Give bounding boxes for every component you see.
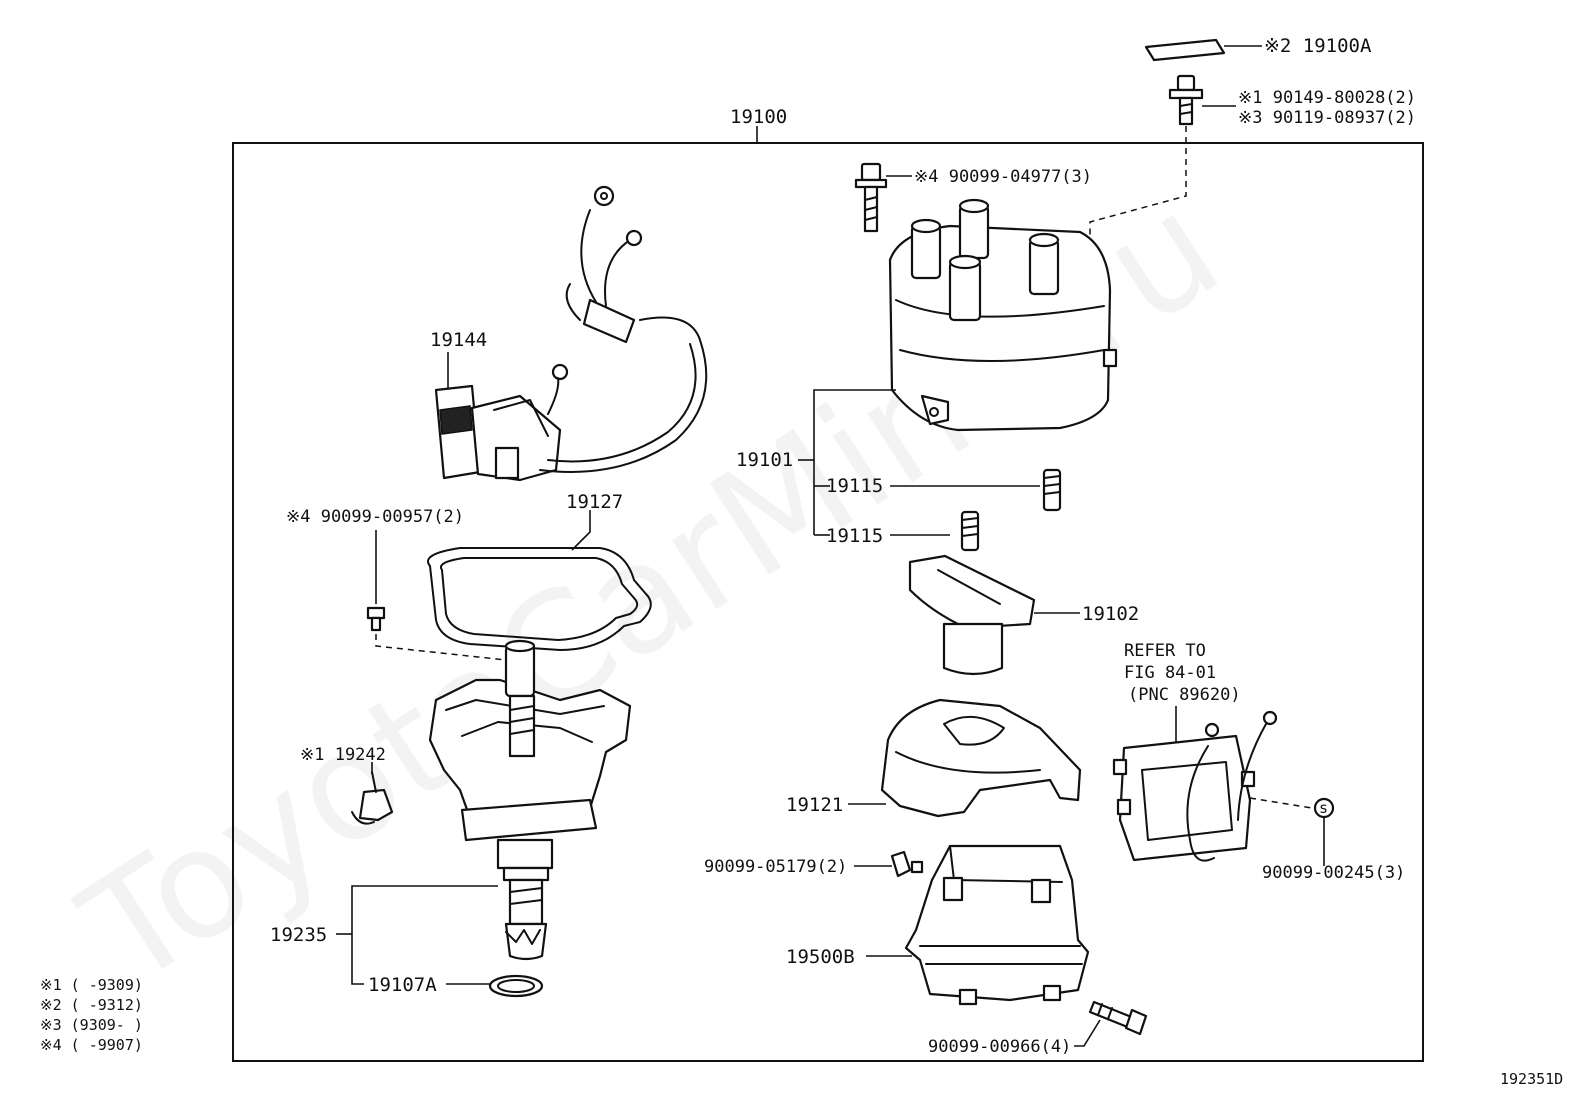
svg-text:s: s (1319, 799, 1328, 817)
housing-19500B: 19500B (786, 844, 1090, 1006)
legend-item: ※4 ( -9907) (40, 1036, 143, 1054)
clip-19242: ※1 19242 (300, 745, 394, 825)
cap-screw: ※4 90099-04977(3) (854, 162, 1092, 233)
svg-text:※3 90119-08937(2): ※3 90119-08937(2) (1238, 108, 1416, 128)
svg-text:19115: 19115 (826, 525, 883, 547)
svg-text:19500B: 19500B (786, 946, 855, 968)
top-bolt: ※1 90149-80028(2) ※3 90119-08937(2) (1089, 74, 1416, 278)
rotor-19102: 19102 (908, 554, 1139, 676)
svg-text:19127: 19127 (566, 491, 623, 513)
legend-item: ※2 ( -9312) (40, 996, 143, 1014)
svg-text:19107A: 19107A (368, 974, 437, 996)
assembly-frame (232, 142, 1424, 1062)
assembly-label: 19100 (730, 106, 787, 128)
legend-item: ※1 ( -9309) (40, 976, 143, 994)
legend: ※1 ( -9309) ※2 ( -9312) ※3 (9309- ) ※4 (… (40, 976, 143, 1054)
svg-text:19101: 19101 (736, 449, 793, 471)
svg-text:※4 90099-00957(2): ※4 90099-00957(2) (286, 507, 464, 527)
svg-text:※2 19100A: ※2 19100A (1264, 35, 1372, 57)
screw-05179: 90099-05179(2) (704, 850, 924, 878)
svg-text:※1 19242: ※1 19242 (300, 745, 386, 765)
bolt-00966: 90099-00966(4) (928, 1000, 1148, 1057)
svg-text:19235: 19235 (270, 924, 327, 946)
leader-19235: 19235 19107A (270, 885, 498, 996)
svg-text:※1 90149-80028(2): ※1 90149-80028(2) (1238, 88, 1416, 108)
svg-text:FIG 84-01: FIG 84-01 (1124, 663, 1216, 683)
distributor-body (428, 639, 632, 961)
label-sticker-19100A: ※2 19100A (1144, 35, 1372, 62)
refer-note: REFER TO FIG 84-01 (PNC 89620) (1124, 641, 1241, 748)
screw-00245: s 90099-00245(3) (1262, 797, 1405, 883)
svg-text:REFER TO: REFER TO (1124, 641, 1206, 661)
svg-text:90099-05179(2): 90099-05179(2) (704, 857, 847, 877)
drawing-id: 192351D (1500, 1070, 1563, 1088)
svg-text:※4 90099-04977(3): ※4 90099-04977(3) (914, 167, 1092, 187)
svg-text:19115: 19115 (826, 475, 883, 497)
cover-19121: 19121 (786, 698, 1082, 818)
svg-text:19144: 19144 (430, 329, 487, 351)
legend-item: ※3 (9309- ) (40, 1016, 143, 1034)
svg-text:(PNC 89620): (PNC 89620) (1128, 685, 1241, 705)
o-ring-19107A (488, 974, 544, 998)
leader-19101: 19101 19115 19115 (736, 389, 1040, 547)
screw-00957: ※4 90099-00957(2) (286, 507, 507, 661)
spring-19115-upper (1042, 468, 1062, 512)
spring-19115-lower (960, 510, 980, 552)
svg-text:90099-00245(3): 90099-00245(3) (1262, 863, 1405, 883)
svg-text:19121: 19121 (786, 794, 843, 816)
svg-text:90099-00966(4): 90099-00966(4) (928, 1037, 1071, 1057)
pickup-coil-19144: 19144 (430, 185, 708, 482)
igniter-module (1112, 710, 1313, 862)
gasket-19127: 19127 (427, 491, 652, 651)
svg-text:19102: 19102 (1082, 603, 1139, 625)
distributor-cap (888, 198, 1118, 432)
